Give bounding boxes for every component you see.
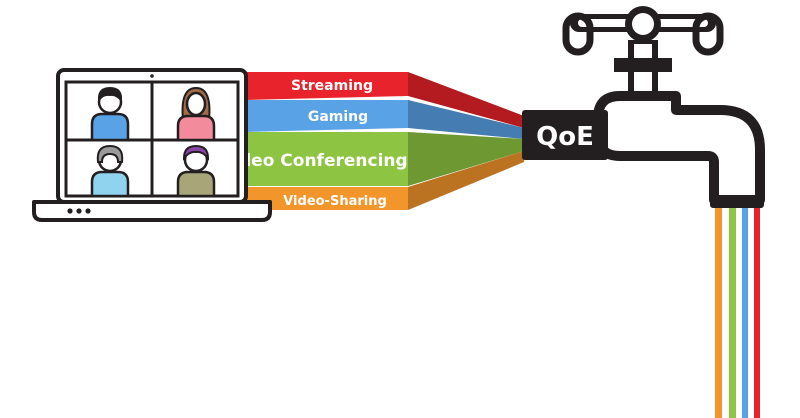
participant-avatar-top-right — [176, 86, 216, 142]
streaming-output-stream — [754, 208, 760, 418]
video-conferencing-output-stream — [729, 208, 736, 418]
participant-avatar-bottom-left — [90, 144, 130, 198]
streaming-funnel — [246, 72, 524, 128]
video-sharing-label: Video-Sharing — [283, 194, 387, 209]
video-sharing-output-stream — [715, 208, 722, 418]
participant-avatar-bottom-right — [176, 144, 216, 198]
gaming-output-stream — [742, 208, 748, 418]
video-sharing-funnel — [246, 151, 524, 210]
funnel-shading — [408, 72, 524, 210]
qoe-label: QoE — [536, 122, 594, 152]
participant-avatar-top-left — [90, 86, 130, 142]
output-streams — [715, 208, 760, 418]
gaming-label: Gaming — [308, 109, 368, 125]
gaming-funnel — [246, 100, 524, 139]
laptop-icon — [32, 68, 272, 222]
streaming-label: Streaming — [291, 78, 373, 94]
stream-funnels — [222, 72, 524, 210]
faucet-icon: QoE — [522, 6, 765, 208]
video-conferencing-funnel — [222, 132, 524, 186]
video-conferencing-label: Video Conferencing — [220, 151, 407, 171]
